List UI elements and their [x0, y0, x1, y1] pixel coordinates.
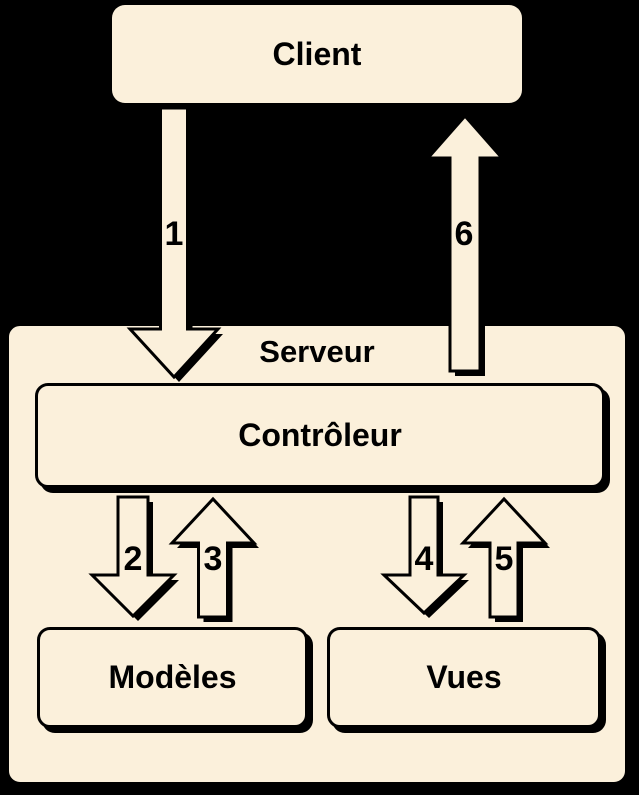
arrow-6-number: 6 — [455, 215, 474, 253]
node-modeles: Modèles — [37, 627, 308, 728]
node-client: Client — [112, 5, 522, 103]
arrow-1-number: 1 — [165, 215, 184, 253]
client-label: Client — [272, 35, 362, 72]
serveur-label: Serveur — [259, 334, 375, 369]
node-vues: Vues — [327, 627, 601, 728]
controleur-label: Contrôleur — [238, 417, 402, 453]
node-controleur: Contrôleur — [35, 383, 605, 488]
vues-label: Vues — [426, 659, 502, 695]
modeles-label: Modèles — [108, 659, 237, 695]
